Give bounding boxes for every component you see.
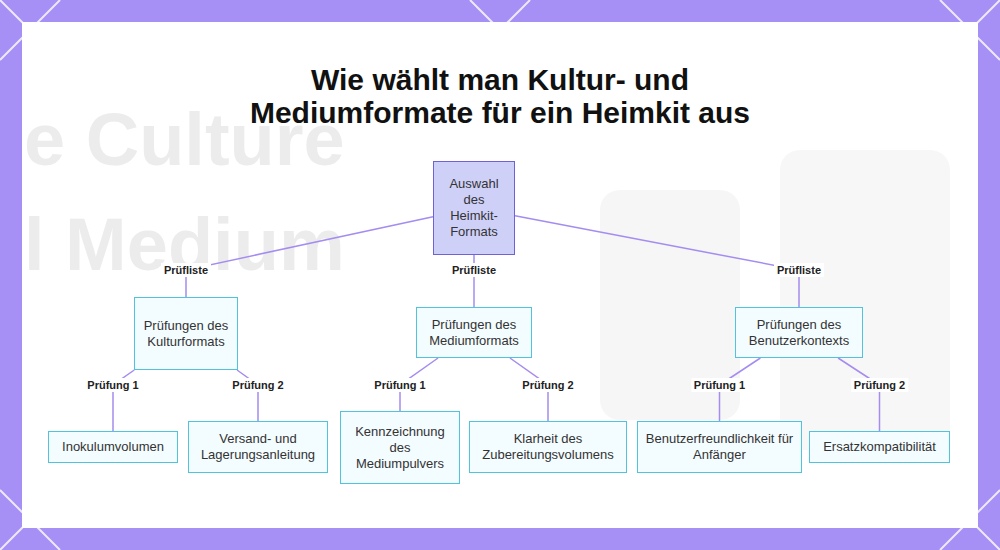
- connector-line: [838, 358, 879, 431]
- edge-label: Prüfung 2: [229, 378, 286, 392]
- edge-label: Prüfung 1: [84, 378, 141, 392]
- process-box: Klarheit des Zubereitungsvolumens: [469, 421, 627, 473]
- root-box: Auswahl des Heimkit-Formats: [433, 161, 515, 255]
- process-box: Versand- und Lagerungsanleitung: [188, 421, 328, 473]
- process-box: Inokulumvolumen: [48, 431, 178, 463]
- box-text: Auswahl des Heimkit-Formats: [440, 176, 508, 240]
- process-box: Ersatzkompatibilität: [809, 431, 950, 463]
- camera-lens: [915, 473, 925, 483]
- camera-icon: [907, 469, 933, 488]
- edge-label: Prüfliste: [161, 263, 211, 277]
- process-box: Prüfungen des Mediumformats: [416, 307, 532, 358]
- edge-label: Prüfung 2: [519, 378, 576, 392]
- box-text: Klarheit des Zubereitungsvolumens: [476, 431, 620, 463]
- process-box: Prüfungen des Kulturformats: [134, 297, 238, 370]
- edge-label: Prüfliste: [774, 263, 824, 277]
- box-text: Kennzeichnung des Mediumpulvers: [347, 424, 453, 472]
- edge-label: Prüfung 1: [371, 378, 428, 392]
- box-text: Benutzerfreundlichkeit für Anfänger: [644, 431, 795, 463]
- diagram-title: Wie wählt man Kultur- und Mediumformate …: [210, 63, 790, 129]
- connector-line: [515, 216, 799, 307]
- blurred-jar: [780, 150, 950, 450]
- process-box: Prüfungen des Benutzerkontexts: [735, 307, 863, 358]
- edge-label: Prüfung 1: [691, 378, 748, 392]
- content-card: [22, 22, 978, 528]
- edge-label: Prüfung 2: [851, 378, 908, 392]
- box-text: Ersatzkompatibilität: [823, 439, 936, 455]
- box-text: Prüfungen des Mediumformats: [423, 317, 525, 349]
- box-text: Prüfungen des Kulturformats: [141, 318, 231, 350]
- edge-label: Prüfliste: [449, 263, 499, 277]
- box-text: Prüfungen des Benutzerkontexts: [742, 317, 856, 349]
- process-box: Benutzerfreundlichkeit für Anfänger: [637, 421, 802, 473]
- process-box: Kennzeichnung des Mediumpulvers: [340, 411, 460, 484]
- box-text: Versand- und Lagerungsanleitung: [195, 431, 321, 463]
- connector-line: [186, 217, 433, 297]
- box-text: Inokulumvolumen: [62, 439, 164, 455]
